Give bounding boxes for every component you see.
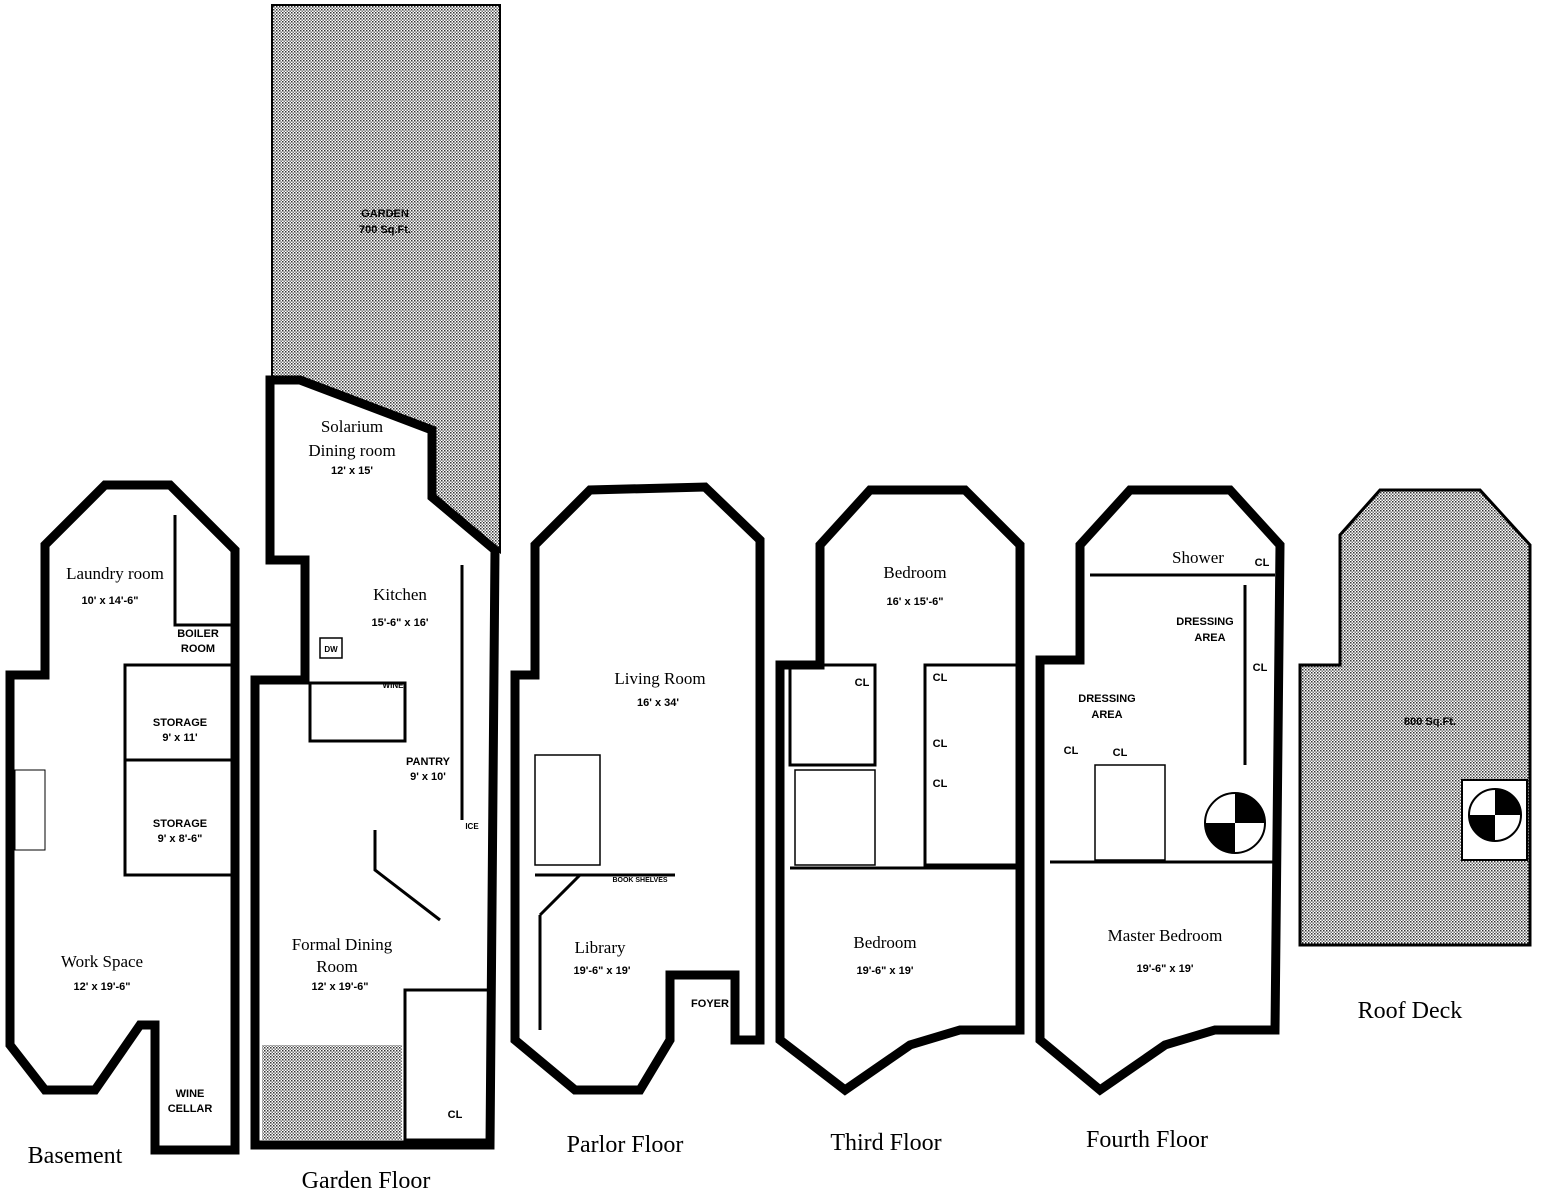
staircase bbox=[1094, 764, 1166, 861]
room-name: ROOM bbox=[181, 643, 215, 655]
floor-label: Third Floor bbox=[830, 1130, 941, 1156]
room-name: DRESSING bbox=[1176, 616, 1233, 628]
room-name: AREA bbox=[1194, 632, 1225, 644]
room-name: WINE bbox=[176, 1088, 205, 1100]
room-dims: 12' x 19'-6" bbox=[74, 981, 131, 993]
basement-outline bbox=[5, 480, 240, 1155]
room-dims: 16' x 15'-6" bbox=[887, 596, 944, 608]
room-dims: 19'-6" x 19' bbox=[1137, 963, 1194, 975]
room-name: Living Room bbox=[614, 669, 705, 688]
pantry-wall bbox=[373, 830, 441, 922]
room-name: BOILER bbox=[177, 628, 219, 640]
room-name: CELLAR bbox=[168, 1103, 213, 1115]
closet-label: CL bbox=[933, 738, 948, 750]
appliance-label: WINE bbox=[383, 681, 405, 690]
fourth-floor-plan: Shower CL DRESSING AREA CL DRESSING AREA… bbox=[1035, 485, 1285, 1153]
closet-label: CL bbox=[1113, 747, 1128, 759]
bath-left bbox=[788, 663, 877, 767]
garden-floor-plan: GARDEN 700 Sq.Ft. DW WINE ICE Solarium D… bbox=[250, 4, 501, 1194]
room-name: Laundry room bbox=[66, 564, 164, 583]
room-name: Formal Dining bbox=[292, 935, 393, 954]
spiral-stair-fill bbox=[1469, 789, 1521, 841]
roof-deck-plan: 800 Sq.Ft. Roof Deck bbox=[1298, 488, 1532, 1024]
front-areaway bbox=[262, 1045, 402, 1140]
room-dims: 12' x 19'-6" bbox=[312, 981, 369, 993]
closet-label: CL bbox=[855, 677, 870, 689]
room-name: Dining room bbox=[308, 441, 395, 460]
storage-walls bbox=[123, 663, 237, 877]
closet-label: CL bbox=[1255, 557, 1270, 569]
closet-label: CL bbox=[1064, 745, 1079, 757]
room-name: Shower bbox=[1172, 548, 1224, 567]
room-name: STORAGE bbox=[153, 717, 207, 729]
room-name: DRESSING bbox=[1078, 693, 1135, 705]
room-dims: 15'-6" x 16' bbox=[372, 617, 429, 629]
appliance-label: DW bbox=[324, 645, 338, 654]
floor-label: Roof Deck bbox=[1358, 998, 1463, 1024]
parlor-floor-outline bbox=[510, 482, 765, 1095]
room-name: Master Bedroom bbox=[1108, 926, 1223, 945]
bookshelf-label: BOOK SHELVES bbox=[612, 877, 667, 884]
garden-floor-outline bbox=[250, 375, 500, 1150]
floor-label: Parlor Floor bbox=[567, 1132, 684, 1158]
room-dims: 12' x 15' bbox=[331, 465, 373, 477]
room-name: Work Space bbox=[61, 952, 143, 971]
library-wall bbox=[538, 873, 582, 917]
room-name: Bedroom bbox=[853, 933, 916, 952]
dishwasher-icon bbox=[319, 637, 343, 659]
area-size: 700 Sq.Ft. bbox=[359, 224, 411, 236]
room-dims: 16' x 34' bbox=[637, 697, 679, 709]
room-dims: 9' x 8'-6" bbox=[158, 833, 203, 845]
third-floor-plan: CL CL CL CL Bedroom 16' x 15'-6" Bedroom… bbox=[775, 485, 1025, 1156]
parlor-floor-plan: Living Room 16' x 34' BOOK SHELVES Libra… bbox=[510, 482, 765, 1158]
room-name: AREA bbox=[1091, 709, 1122, 721]
floor-label: Fourth Floor bbox=[1086, 1127, 1208, 1153]
bathroom bbox=[308, 681, 407, 743]
closet-label: CL bbox=[933, 672, 948, 684]
closet-label: CL bbox=[1253, 662, 1268, 674]
floor-label: Garden Floor bbox=[302, 1168, 431, 1194]
room-dims: 10' x 14'-6" bbox=[82, 595, 139, 607]
appliance-label: ICE bbox=[465, 822, 479, 831]
area-name: GARDEN bbox=[361, 208, 409, 220]
basement-plan: Laundry room 10' x 14'-6" BOILER ROOM ST… bbox=[5, 480, 240, 1169]
stair-icon bbox=[14, 769, 46, 851]
vestibule bbox=[403, 988, 492, 1142]
room-name: Kitchen bbox=[373, 585, 427, 604]
fourth-floor-outline bbox=[1035, 485, 1285, 1096]
bath-right bbox=[923, 663, 1022, 867]
staircase bbox=[794, 769, 876, 866]
room-dims: 19'-6" x 19' bbox=[857, 965, 914, 977]
boiler-wall bbox=[173, 515, 235, 627]
room-dims: 9' x 11' bbox=[162, 732, 198, 744]
staircase bbox=[534, 754, 601, 866]
room-name: Bedroom bbox=[883, 563, 946, 582]
room-name: Library bbox=[575, 938, 626, 957]
floor-label: Basement bbox=[28, 1143, 123, 1169]
room-name: Room bbox=[316, 957, 358, 976]
room-dims: 19'-6" x 19' bbox=[574, 965, 631, 977]
room-name: FOYER bbox=[691, 998, 729, 1010]
spiral-stair-fill bbox=[1205, 793, 1265, 853]
room-dims: 9' x 10' bbox=[410, 771, 446, 783]
room-name: STORAGE bbox=[153, 818, 207, 830]
room-name: PANTRY bbox=[406, 756, 451, 768]
closet-label: CL bbox=[448, 1109, 463, 1121]
closet-label: CL bbox=[933, 778, 948, 790]
room-name: Solarium bbox=[321, 417, 383, 436]
area-size: 800 Sq.Ft. bbox=[1404, 716, 1456, 728]
